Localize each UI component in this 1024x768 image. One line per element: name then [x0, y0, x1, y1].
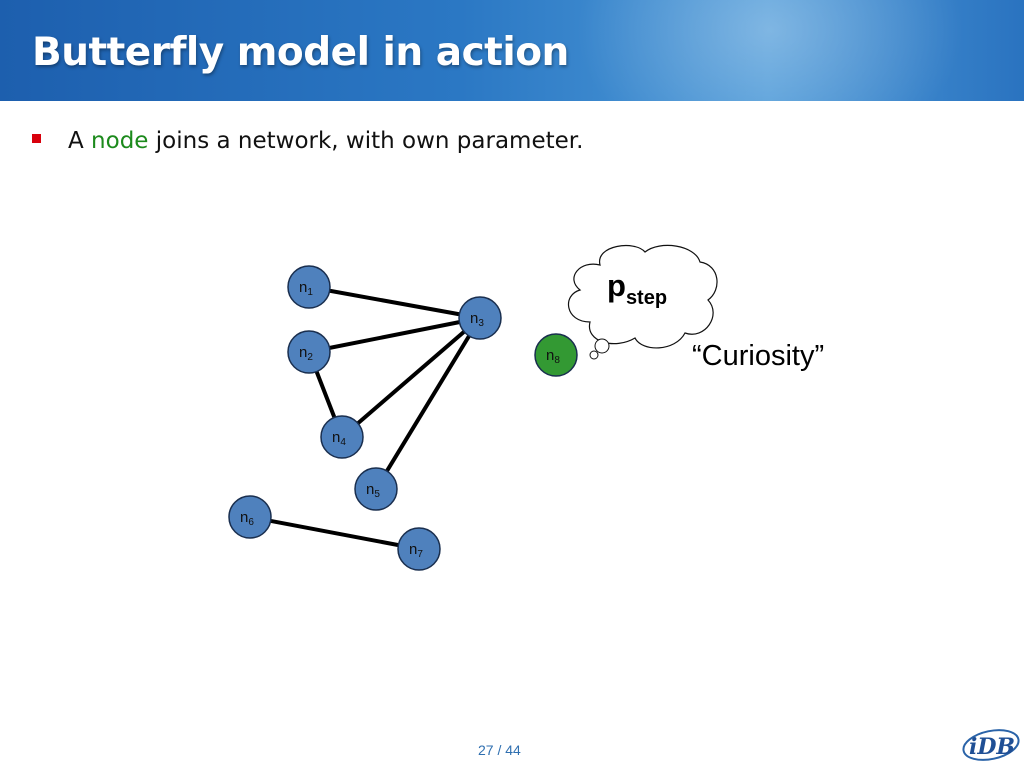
slide-title: Butterfly model in action [32, 30, 569, 75]
title-bar: Butterfly model in action [0, 0, 1024, 101]
node-circle-n6 [228, 495, 272, 539]
thought-bubble: pstep [567, 244, 718, 360]
node-circle-n3 [458, 296, 502, 340]
node-label-n5: n5 [366, 481, 380, 500]
page-number: 27 / 44 [478, 742, 521, 758]
bullet-text-prefix: A [68, 128, 92, 154]
node-circle-n2 [287, 330, 331, 374]
node-label-n3: n3 [470, 310, 484, 329]
node-circle-n1 [287, 265, 331, 309]
node-circle-n8 [534, 333, 578, 377]
thought-cloud-shape [567, 244, 718, 349]
svg-text:iDB: iDB [969, 734, 1015, 760]
node-n1: n1 [287, 265, 331, 309]
node-group: n1 n2 n3 n4 n5 n6 n7 n8 [228, 265, 578, 571]
bullet-item: A node joins a network, with own paramet… [32, 128, 583, 154]
thought-dot-small [589, 350, 599, 360]
bullet-text-suffix: joins a network, with own parameter. [148, 128, 584, 154]
p-step-label: pstep [607, 268, 667, 309]
node-n2: n2 [287, 330, 331, 374]
node-n6: n6 [228, 495, 272, 539]
node-n5: n5 [354, 467, 398, 511]
node-n8: n8 [534, 333, 578, 377]
edge-n4-n3 [340, 316, 482, 439]
edge-n1-n3 [308, 285, 481, 320]
node-label-n2: n2 [299, 344, 313, 363]
node-label-n8: n8 [546, 347, 560, 366]
node-circle-n7 [397, 527, 441, 571]
edge-n5-n3 [374, 316, 482, 491]
node-label-n7: n7 [409, 541, 423, 560]
bullet-square-icon [32, 134, 41, 143]
node-n4: n4 [320, 415, 364, 459]
node-circle-n4 [320, 415, 364, 459]
node-circle-n5 [354, 467, 398, 511]
edge-group [249, 285, 482, 551]
node-label-n6: n6 [240, 509, 254, 528]
thought-dot-large [594, 338, 610, 354]
edge-n2-n3 [308, 316, 481, 354]
edge-n6-n7 [249, 515, 420, 551]
node-n3: n3 [458, 296, 502, 340]
bullet-highlight-node: node [91, 128, 149, 154]
node-label-n4: n4 [332, 429, 346, 448]
node-n7: n7 [397, 527, 441, 571]
node-label-n1: n1 [299, 279, 313, 298]
idb-logo: iDB [962, 729, 1020, 761]
curiosity-caption: “Curiosity” [692, 340, 825, 372]
